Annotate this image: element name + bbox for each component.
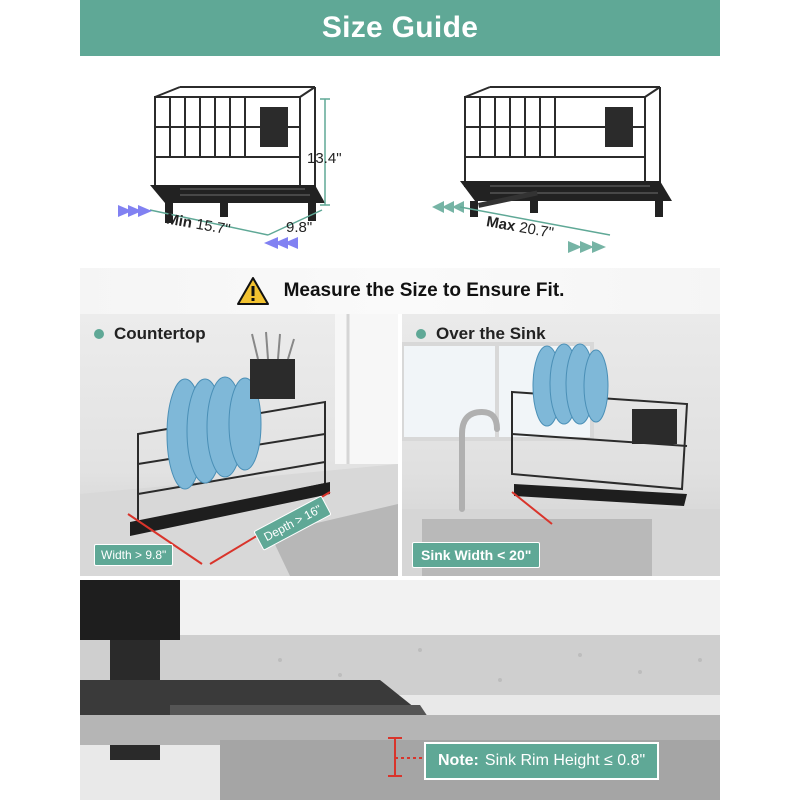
note-tag: Note: Sink Rim Height ≤ 0.8" xyxy=(424,742,660,780)
height-dimension-label: 13.4" xyxy=(307,150,342,167)
bullet-dot xyxy=(416,329,426,339)
dish-rack-min-image xyxy=(118,86,330,249)
min-size-view: 13.4" 9.8" Min 15.7" xyxy=(110,85,370,265)
over-sink-scene-image xyxy=(402,342,720,576)
dish-rack-max-image xyxy=(432,86,672,253)
over-sink-title: Over the Sink xyxy=(416,324,546,344)
countertop-panel: Countertop Width > 9.8" Depth > 16" xyxy=(80,314,398,576)
max-size-view: Max 20.7" xyxy=(430,85,690,265)
warning-icon xyxy=(236,277,269,305)
header-banner: Size Guide xyxy=(80,0,720,56)
page-title: Size Guide xyxy=(321,11,479,44)
sink-width-tag-text: Sink Width < 20" xyxy=(421,547,532,563)
width-tag: Width > 9.8" xyxy=(94,544,174,566)
countertop-title: Countertop xyxy=(94,324,206,344)
countertop-title-text: Countertop xyxy=(114,324,206,343)
sink-width-tag: Sink Width < 20" xyxy=(412,542,541,568)
bullet-dot xyxy=(94,329,104,339)
measure-text: Measure the Size to Ensure Fit. xyxy=(283,280,565,301)
width-tag-text: Width > 9.8" xyxy=(101,548,167,562)
measure-banner: Measure the Size to Ensure Fit. xyxy=(80,268,720,314)
over-sink-panel: Over the Sink Sink Width < 20" xyxy=(402,314,720,576)
depth-dimension-label: 9.8" xyxy=(286,219,313,236)
note-label: Note: xyxy=(438,752,479,769)
countertop-scene-image xyxy=(80,314,398,576)
note-text: Sink Rim Height ≤ 0.8" xyxy=(484,752,646,769)
over-sink-title-text: Over the Sink xyxy=(436,324,546,343)
